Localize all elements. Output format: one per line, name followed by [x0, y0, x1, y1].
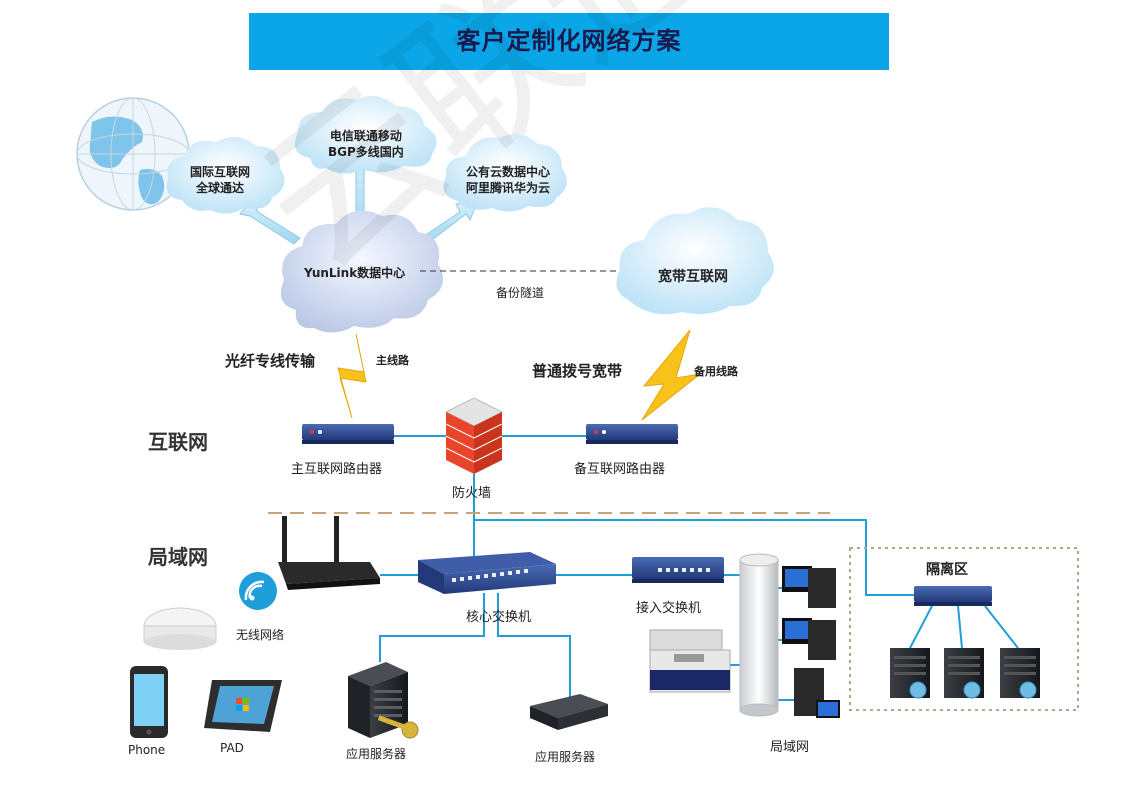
fiber-label: 光纤专线传输 [225, 352, 316, 370]
wifi-icon [239, 572, 277, 610]
cloud-intl-line1: 国际互联网 [190, 165, 251, 179]
wireless-router-icon [278, 516, 380, 590]
cloud-public [443, 134, 567, 212]
firewall-label: 防火墙 [452, 486, 492, 501]
lan-bus-icon [739, 553, 779, 717]
firewall-icon [444, 397, 504, 474]
app-server-icon [530, 694, 608, 730]
wireless-label: 无线网络 [236, 628, 285, 642]
main-router-icon [302, 424, 394, 444]
isolation-zone-box [849, 547, 1079, 711]
phone-label: Phone [128, 743, 166, 757]
pad-label: PAD [220, 741, 244, 755]
core-switch-icon [418, 552, 556, 594]
cloud-public-label: 公有云数据中心 阿里腾讯华为云 [466, 164, 550, 196]
printer-icon [649, 629, 731, 693]
zone-internet-label: 互联网 [148, 430, 208, 454]
backup-router-icon [586, 424, 678, 444]
backup-tunnel-label: 备份隧道 [496, 286, 545, 300]
workstation-icon [794, 668, 840, 718]
cloud-intl-label: 国际互联网 全球通达 [190, 164, 250, 196]
cloud-telecom-line1: 电信联通移动 [329, 129, 402, 143]
cloud-datacenter [280, 210, 444, 333]
cloud-public-line1: 公有云数据中心 [466, 165, 551, 179]
app-server-1-label: 应用服务器 [346, 747, 407, 761]
access-switch-label: 接入交换机 [636, 601, 702, 616]
backup-line-label: 备用线路 [694, 365, 738, 378]
broadband-label: 宽带互联网 [658, 269, 728, 285]
dmz-server-icon [890, 648, 930, 699]
main-line-label: 主线路 [376, 354, 409, 367]
pad-icon [204, 680, 282, 732]
key-icon [377, 715, 419, 739]
cloud-telecom [294, 96, 437, 174]
cloud-broadband [616, 207, 774, 315]
dmz-server-icon [944, 648, 984, 699]
isolation-switch-icon [914, 586, 992, 606]
page-title: 客户定制化网络方案 [249, 13, 889, 70]
backup-router-label: 备互联网路由器 [574, 462, 666, 477]
app-server-icon [348, 662, 408, 738]
cloud-intl [166, 136, 285, 214]
workstation-icon [782, 566, 836, 608]
access-switch-icon [632, 557, 724, 583]
isolation-zone-label: 隔离区 [926, 562, 968, 578]
cloud-intl-line2: 全球通达 [196, 181, 245, 195]
cloud-telecom-line2: BGP多线国内 [328, 145, 404, 159]
zone-lan-label: 局域网 [148, 545, 208, 569]
app-server-2-label: 应用服务器 [535, 750, 596, 764]
lan-bus-label: 局域网 [770, 740, 810, 755]
workstation-icon [782, 618, 836, 660]
datacenter-label: YunLink数据中心 [304, 266, 406, 280]
dialup-label: 普通拨号宽带 [532, 362, 623, 380]
phone-icon [130, 666, 168, 738]
main-line-bolt-icon [337, 333, 367, 419]
core-switch-label: 核心交换机 [466, 610, 532, 625]
dmz-server-icon [1000, 648, 1040, 699]
main-router-label: 主互联网路由器 [291, 462, 383, 477]
cloud-telecom-label: 电信联通移动 BGP多线国内 [328, 128, 404, 160]
cloud-public-line2: 阿里腾讯华为云 [466, 181, 551, 195]
backup-line-bolt-icon [641, 329, 702, 421]
access-point-icon [143, 607, 217, 650]
